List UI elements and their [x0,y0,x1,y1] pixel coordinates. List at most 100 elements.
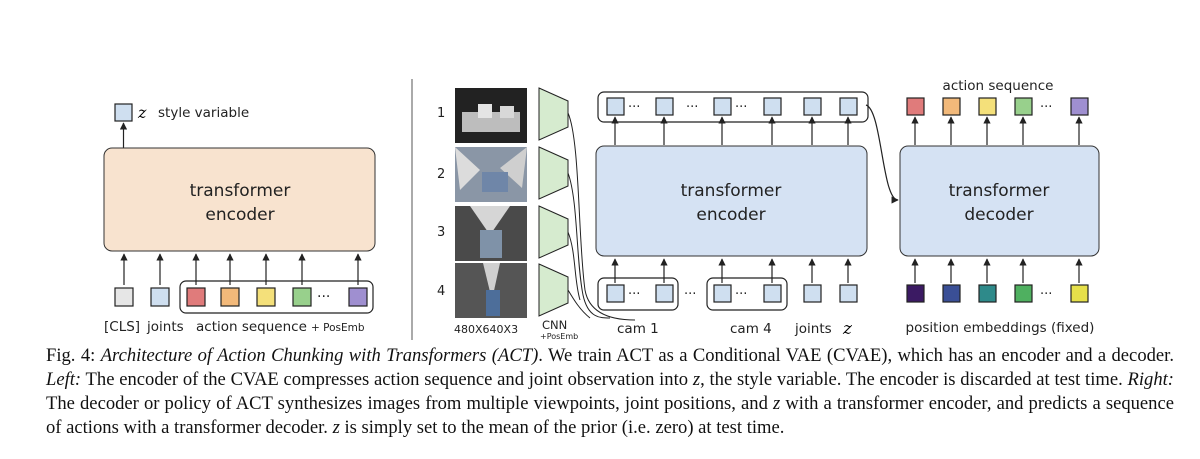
cnn-block-4 [538,263,569,317]
cls-token [114,287,134,307]
camera-image-1 [455,88,527,143]
output-action-token-1 [906,97,925,116]
encoder-output-token-2 [655,97,674,116]
cnn-label: CNN [542,318,567,332]
position-embedding-token-1 [906,284,925,303]
caption-title: Architecture of Action Chunking with Tra… [100,345,539,366]
right-transformer-decoder [899,145,1100,257]
caption-left-label: Left: [46,369,82,390]
decoder-line1: transformer [949,181,1050,201]
output-action-token-5 [1070,97,1089,116]
position-embedding-token-3 [978,284,997,303]
left-action-token-3 [256,287,276,307]
cam-number-1: 1 [437,106,445,121]
caption-sentence-3a: The decoder or policy of ACT synthesizes… [46,393,773,414]
encoder-output-group [597,91,869,123]
caption-z-2: z [773,393,781,414]
caption-fig-label: Fig. 4: [46,345,96,366]
left-joints-token [150,287,170,307]
figure-caption: Fig. 4: Architecture of Action Chunking … [46,344,1174,440]
encoder-output-token-3 [713,97,732,116]
camera-image-3 [455,206,527,261]
output-action-token-3 [978,97,997,116]
style-variable-symbol: z [137,103,147,122]
left-action-sequence-group [179,280,374,314]
cam1-token-group [597,277,679,311]
left-encoder-line1: transformer [190,181,291,201]
left-action-token-2 [220,287,240,307]
right-encoder-line1: transformer [681,181,782,201]
camera-image-4 [455,263,527,318]
decoder-input-arrows [911,258,1083,283]
style-variable-label: style variable [158,105,249,121]
left-joints-label: joints [146,319,184,335]
caption-sentence-3b: with a transformer encoder, and predicts… [46,393,1174,438]
style-variable-token [114,103,133,122]
left-encoder-line2: encoder [205,205,274,225]
encoder-to-decoder-arrow [865,104,899,204]
right-z-token [839,284,858,303]
position-embedding-token-2 [942,284,961,303]
left-panel: z style variable transformer encoder ···… [103,103,376,335]
output-action-sequence-label: action sequence [943,78,1054,94]
output-action-token-4 [1014,97,1033,116]
left-action-sequence-label: action sequence [196,319,307,335]
encoder-input-arrows [611,258,852,283]
right-panel: 1 2 3 4 [437,78,1100,341]
right-transformer-encoder [595,145,868,257]
architecture-figure: z style variable transformer encoder ···… [103,78,1100,341]
cam4-token-a [713,284,732,303]
cam4-label: cam 4 [730,321,772,337]
position-embedding-token-5 [1070,284,1089,303]
encoder-output-arrows [611,116,852,145]
right-z-label: z [842,319,853,339]
position-embedding-token-4 [1014,284,1033,303]
cnn-block-3 [538,205,569,259]
encoder-output-token-4 [763,97,782,116]
decoder-line2: decoder [964,205,1033,225]
left-posemb-label: + PosEmb [311,322,365,334]
left-action-ellipsis: ··· [317,289,330,305]
cam4-ellipsis: ··· [735,287,747,302]
caption-sentence-3c: is simply set to the mean of the prior (… [339,417,785,438]
left-action-token-4 [292,287,312,307]
cam1-ellipsis: ··· [628,287,640,302]
cam-number-4: 4 [437,284,445,299]
cam4-token-b [763,284,782,303]
right-joints-label: joints [794,321,832,337]
caption-sentence-1: . We train ACT as a Conditional VAE (CVA… [538,345,1174,366]
cam-number-2: 2 [437,167,445,182]
encoder-output-token-6 [839,97,858,116]
encoder-output-ellipsis-3: ··· [735,100,747,115]
encoder-output-token-5 [803,97,822,116]
cam1-label: cam 1 [617,321,659,337]
cam4-token-group [706,277,788,311]
cnn-block-1 [538,87,569,141]
cam1-token-b [655,284,674,303]
caption-sentence-2a: The encoder of the CVAE compresses actio… [81,369,693,390]
cam-groups-ellipsis: ··· [684,287,696,302]
cnn-posemb-label: +PosEmb [540,332,578,341]
cnn-block-2 [538,146,569,200]
cam1-token-a [606,284,625,303]
left-action-token-1 [186,287,206,307]
cam-number-3: 3 [437,225,445,240]
output-action-token-2 [942,97,961,116]
cls-label: [CLS] [104,319,140,335]
caption-right-label: Right: [1127,369,1174,390]
position-embeddings-label: position embeddings (fixed) [906,320,1095,336]
right-joints-token [803,284,822,303]
right-encoder-line2: encoder [696,205,765,225]
encoder-output-ellipsis-2: ··· [686,100,698,115]
left-input-arrows [120,253,362,285]
output-action-ellipsis: ··· [1040,100,1052,115]
image-size-label: 480X640X3 [454,323,518,336]
camera-image-2 [455,147,527,202]
position-embedding-ellipsis: ··· [1040,287,1052,302]
left-transformer-encoder [103,147,376,252]
caption-sentence-2b: , the style variable. The encoder is dis… [700,369,1128,390]
decoder-output-arrows [911,116,1083,145]
caption-z-3: z [332,417,340,438]
caption-z-1: z [692,369,701,390]
cnn-connectors [567,112,636,321]
